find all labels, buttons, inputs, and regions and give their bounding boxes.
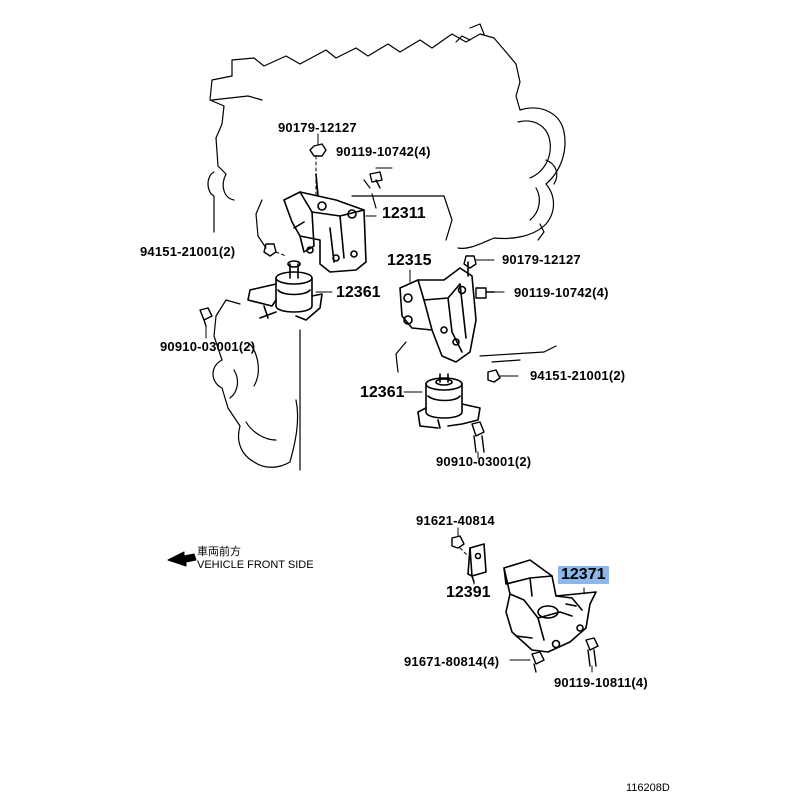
- callout-12311: 12311: [382, 205, 426, 222]
- callout-90910-03001-left: 90910-03001(2): [160, 339, 256, 354]
- mount-12361-upper: [247, 260, 323, 321]
- direction-note-jp: 車両前方: [197, 546, 241, 558]
- bracket-12311: [283, 173, 367, 273]
- bracket-12391: [467, 543, 487, 583]
- arrow-left-icon: [167, 551, 197, 567]
- callout-94151-21001-left: 94151-21001(2): [140, 244, 236, 259]
- callout-90119-10742-center: 90119-10742(4): [514, 285, 609, 300]
- callout-12361-upper: 12361: [336, 284, 381, 301]
- callout-12315: 12315: [387, 252, 432, 269]
- callout-90179-12127-upper: 90179-12127: [278, 120, 357, 135]
- callout-94151-21001-right: 94151-21001(2): [530, 368, 626, 383]
- direction-note-en: VEHICLE FRONT SIDE: [197, 559, 314, 571]
- engine-outline: [207, 23, 566, 471]
- callout-12371-highlighted[interactable]: 12371: [558, 566, 609, 584]
- callout-12391: 12391: [446, 584, 491, 601]
- callout-90119-10811: 90119-10811(4): [554, 675, 648, 690]
- callout-91621-40814: 91621-40814: [416, 513, 495, 528]
- mount-12361-lower: [417, 373, 481, 429]
- leader-lines: [205, 133, 593, 673]
- bracket-12315: [399, 261, 477, 363]
- callout-91671-80814: 91671-80814(4): [404, 654, 500, 669]
- bracket-12371: [503, 559, 597, 653]
- figure-code: 116208D: [626, 782, 670, 794]
- callout-90179-12127-center: 90179-12127: [502, 252, 581, 267]
- callout-90910-03001-lower: 90910-03001(2): [436, 454, 532, 469]
- callout-90119-10742-upper: 90119-10742(4): [336, 144, 431, 159]
- fasteners: [199, 143, 599, 673]
- callout-12361-lower: 12361: [360, 384, 405, 401]
